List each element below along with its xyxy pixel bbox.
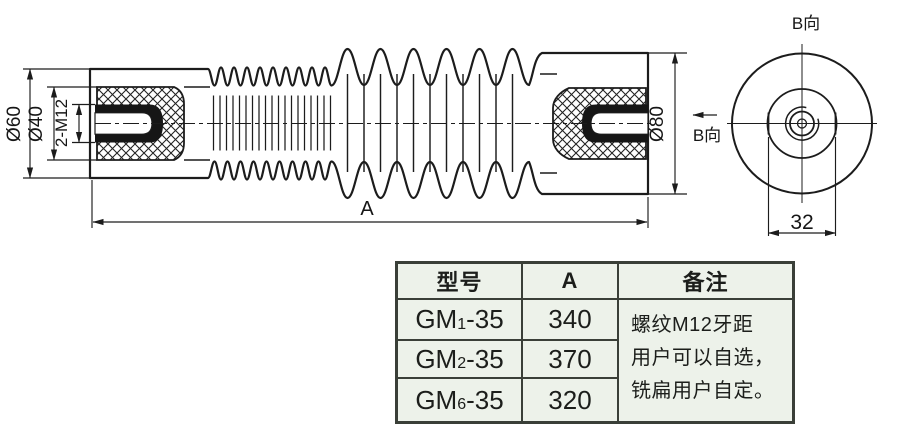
remark-line: 铣扁用户自定。 (631, 380, 775, 402)
dim-label-flats-32: 32 (790, 211, 813, 234)
dim-label-thread-2-m12: 2-M12 (52, 99, 71, 147)
col-header-remarks: 备注 (619, 264, 792, 300)
view-b-arrow-label: B向 (693, 126, 721, 145)
drawing-geometry (23, 44, 877, 237)
a-value-cell: 340 (523, 300, 619, 341)
remark-line: 螺纹M12牙距 (631, 314, 754, 336)
dim-label-diameter-80: Ø80 (647, 106, 668, 142)
a-value-cell: 370 (523, 341, 619, 379)
a-value-cell: 320 (523, 379, 619, 421)
dim-label-diameter-60: Ø60 (4, 106, 25, 142)
remark-line: 用户可以自选， (631, 347, 775, 369)
col-header-a: A (523, 264, 619, 300)
dim-label-diameter-40: Ø40 (26, 106, 47, 142)
view-b-title: B向 (792, 14, 820, 33)
remarks-cell: 螺纹M12牙距 用户可以自选， 铣扁用户自定。 (619, 300, 792, 421)
col-header-model: 型号 (398, 264, 523, 300)
dim-label-length-a: A (360, 198, 374, 220)
engineering-drawing: Ø60 Ø40 2-M12 Ø80 A B向 B向 32 (4, 14, 877, 237)
